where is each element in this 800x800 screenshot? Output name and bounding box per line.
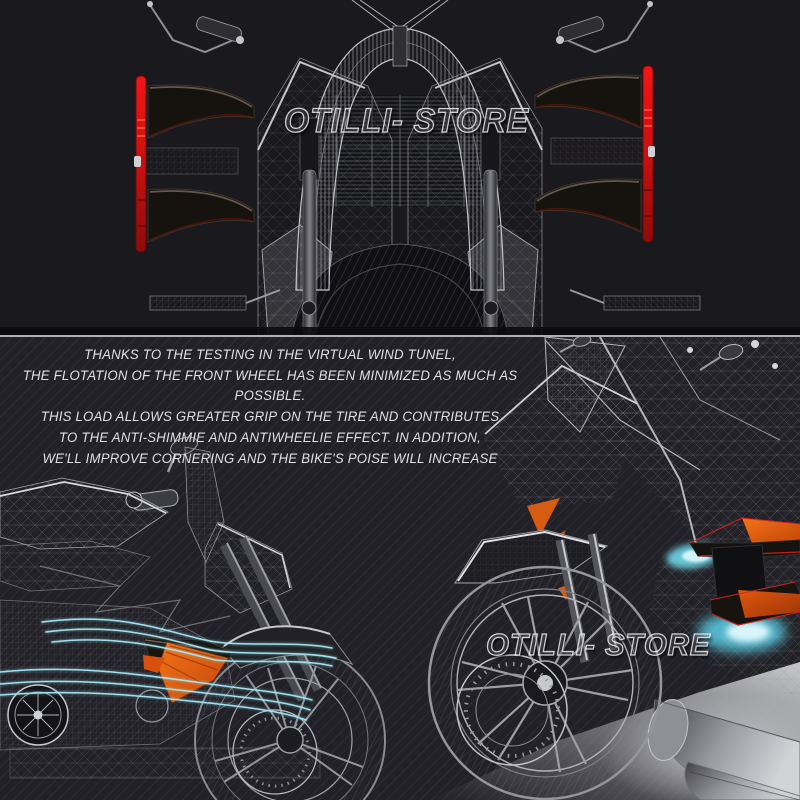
turn-signal-icons: [559, 337, 778, 371]
winglet-upper-blade: [147, 84, 255, 139]
footpeg-left: [149, 289, 281, 311]
caption-line: WE'LL IMPROVE CORNERING AND THE BIKE'S P…: [42, 450, 498, 466]
wind-tunnel-render-panel: OTILLI- STORE: [0, 0, 800, 335]
left-bike-render: [0, 436, 386, 800]
headstock: [351, 0, 449, 67]
right-bike-render: [427, 337, 800, 800]
exhaust-mufflers: [647, 699, 800, 800]
bottom-scene-svg: [0, 337, 800, 800]
right-front-wheel: [427, 565, 663, 800]
fork-tubes: [299, 117, 501, 335]
brake-disc: [232, 709, 318, 795]
store-watermark-bottom: OTILLI- STORE: [485, 626, 711, 662]
caption-line: TO THE ANTI-SHIMMIE AND ANTIWHEELIE EFFE…: [58, 429, 482, 445]
caption-text: THANKS TO THE TESTING IN THE VIRTUAL WIN…: [5, 345, 534, 469]
bottom-strip: [0, 327, 800, 335]
left-front-fender: [221, 625, 354, 669]
airflow-streamlines: [0, 617, 338, 722]
section-divider: [0, 335, 800, 337]
winglet-lower-blade: [147, 188, 255, 243]
right-winglets: [666, 517, 800, 652]
caption-line: THANKS TO THE TESTING IN THE VIRTUAL WIN…: [84, 347, 456, 362]
winglet-lower-orange: [738, 590, 800, 618]
caption-line: THIS LOAD ALLOWS GREATER GRIP ON THE TIR…: [40, 409, 500, 425]
store-watermark-top: OTILLI- STORE: [283, 101, 530, 140]
winglet-mount-rod: [145, 147, 239, 175]
engine-block: [0, 599, 321, 779]
winglet-upper-orange: [742, 518, 800, 543]
front-tire: [291, 243, 509, 335]
brake-disc: [456, 654, 568, 766]
aero-explainer-panel: THANKS TO THE TESTING IN THE VIRTUAL WIN…: [0, 337, 800, 800]
caption-line: THE FLOTATION OF THE FRONT WHEEL HAS BEE…: [22, 367, 518, 404]
footpeg-right: [569, 289, 701, 311]
left-front-wheel: [194, 644, 386, 800]
left-fork: [219, 535, 323, 703]
winglet-cluster-left: [134, 75, 255, 253]
brakeline-left: [147, 1, 244, 54]
top-scene-svg: [0, 0, 800, 335]
endplate-fastener: [134, 156, 141, 167]
